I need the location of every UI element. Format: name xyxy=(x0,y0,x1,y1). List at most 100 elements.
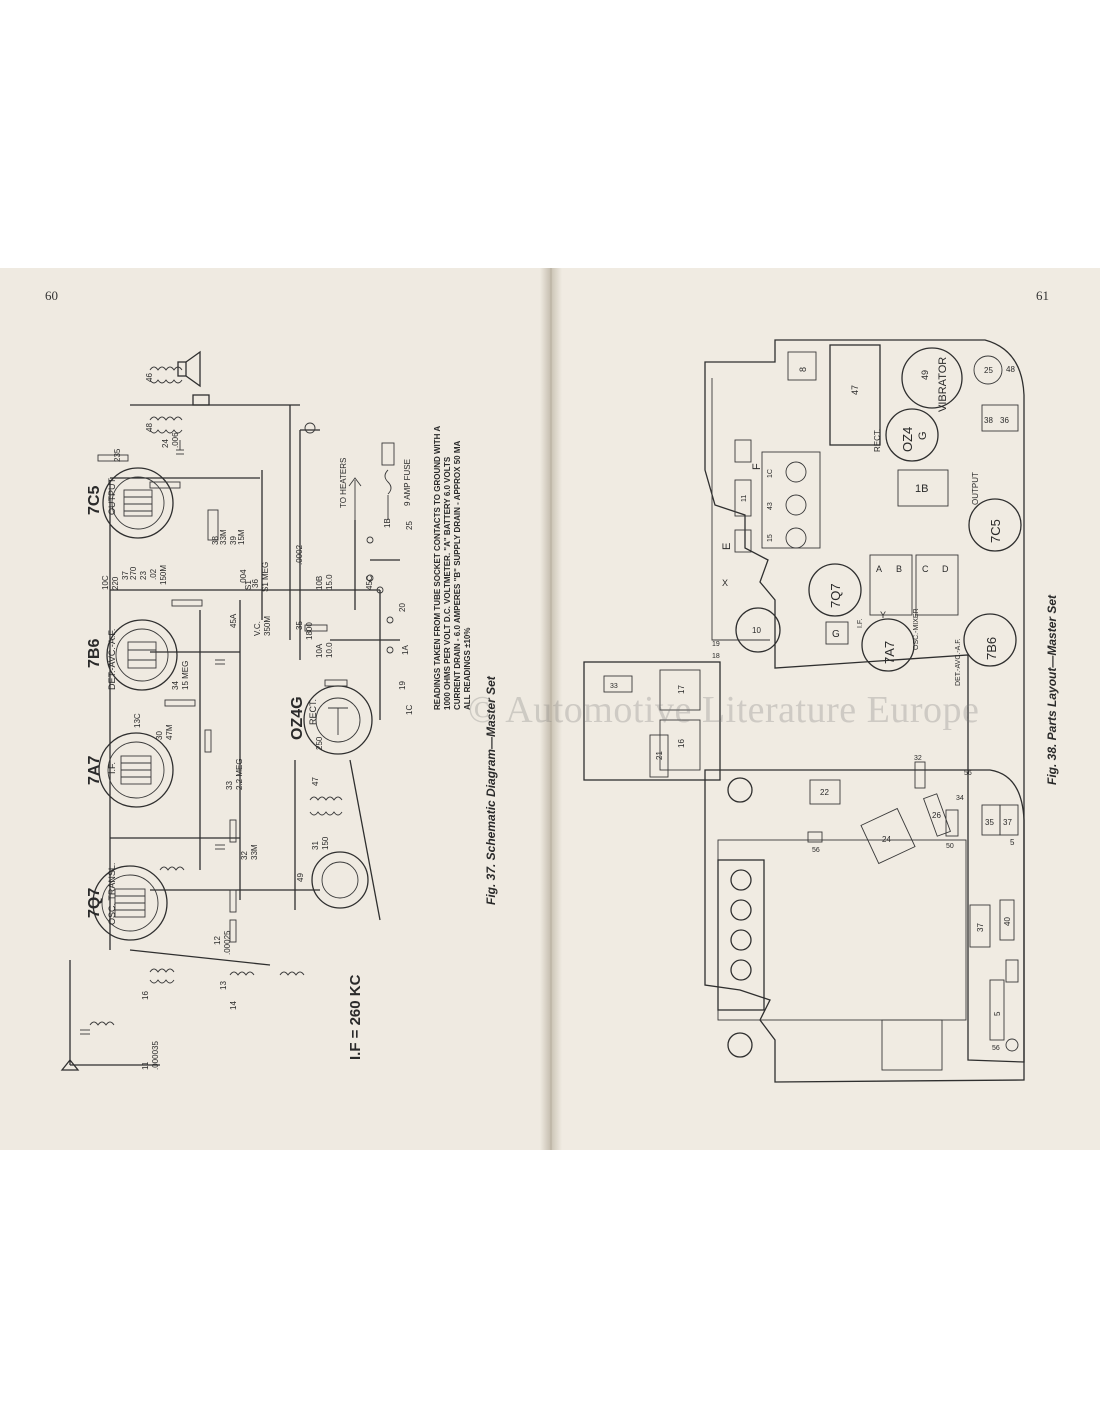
part-label: 35 xyxy=(985,818,994,827)
vibrator-symbol xyxy=(311,851,369,909)
component-label: 33M xyxy=(219,529,228,545)
part-label: 25 xyxy=(984,366,993,375)
readings-note-line: CURRENT DRAIN - 6.0 AMPERES "B" SUPPLY D… xyxy=(453,441,462,710)
tube-7q7-part-label: 7Q7 xyxy=(828,583,843,608)
component-label: 45A xyxy=(229,613,238,628)
part-label: 34 xyxy=(956,795,964,802)
book-spread: 60 61 xyxy=(0,268,1100,1150)
component-label: 25 xyxy=(405,521,414,530)
part-label: 22 xyxy=(820,788,829,797)
component-label: 34 xyxy=(171,681,180,690)
component-label: 23 xyxy=(139,571,148,580)
part-label: 19 xyxy=(712,641,720,648)
part-label: 48 xyxy=(1006,365,1015,374)
part-label: 10 xyxy=(752,626,761,635)
part-label: Y xyxy=(880,610,886,620)
component-label: .004 xyxy=(239,569,248,585)
component-label: 33M xyxy=(250,844,259,860)
heaters-label: TO HEATERS xyxy=(339,458,348,508)
part-label: DET.-AVC.-A.F. xyxy=(955,638,962,686)
socket-column xyxy=(717,859,765,1011)
part-label: X xyxy=(722,578,728,588)
tube-7b6-role: DET.-AVC.-A.F. xyxy=(107,629,117,690)
component-label: 47 xyxy=(311,777,320,786)
part-label: OUTPUT xyxy=(971,472,980,505)
component-label: 33 xyxy=(225,781,234,790)
part-label: C xyxy=(922,564,929,574)
tube-7c5-label: 7C5 xyxy=(86,486,103,515)
tube-7a7-symbol xyxy=(98,732,174,808)
component-label: 15 MEG xyxy=(181,661,190,690)
component-label: 15.0 xyxy=(325,574,334,590)
part-label: 24 xyxy=(882,835,891,844)
part-label: 33 xyxy=(610,683,618,690)
part-label: 56 xyxy=(992,1045,1000,1052)
component-label: 48 xyxy=(145,423,154,432)
part-label: 5 xyxy=(993,1011,1002,1016)
component-label: 235 xyxy=(113,448,122,462)
part-label: 1C xyxy=(767,469,774,478)
tube-7a7-role: I.F. xyxy=(107,762,117,774)
part-label: I.F. xyxy=(857,619,864,628)
component-label: S1 xyxy=(244,580,253,590)
fuse-symbol xyxy=(348,442,395,520)
tube-7b6-part xyxy=(963,613,1017,667)
component-label: 220 xyxy=(111,576,120,590)
part-label: F xyxy=(751,463,763,470)
part-label: 8 xyxy=(798,367,808,372)
right-page xyxy=(552,268,1100,1150)
tube-oz4-part xyxy=(885,408,939,462)
component-label: S1 MEG xyxy=(261,562,270,592)
component-label: 32 xyxy=(240,851,249,860)
book-gutter xyxy=(540,268,562,1150)
component-label: 20 xyxy=(398,603,407,612)
small-parts-box xyxy=(583,661,721,781)
part-label: 56 xyxy=(964,770,972,777)
tube-oz4g-role: RECT. xyxy=(308,699,318,725)
part-label: 37 xyxy=(976,923,985,932)
component-label: 10C xyxy=(101,575,110,590)
component-label: 24 xyxy=(161,439,170,448)
component-label: 10.0 xyxy=(325,642,334,658)
speaker-symbol xyxy=(177,350,210,406)
part-label: D xyxy=(942,564,949,574)
component-label: 1800 xyxy=(305,622,314,640)
part-label: 18 xyxy=(712,653,720,660)
part-label: 36 xyxy=(1000,416,1009,425)
component-label: 1A xyxy=(401,645,410,655)
readings-note-line: 1000 OHMS PER VOLT D.C. VOLTMETER. "A" B… xyxy=(443,456,452,710)
component-label: 1C xyxy=(405,705,414,715)
component-label: V.C. xyxy=(253,621,262,636)
component-label: .02 xyxy=(149,568,158,580)
component-label: .006 xyxy=(171,432,180,448)
tube-g-label: G xyxy=(917,431,929,440)
readings-note: READINGS TAKEN FROM TUBE SOCKET CONTACTS… xyxy=(433,426,472,710)
tube-7c5-part-label: 7C5 xyxy=(988,519,1003,543)
part-label: G xyxy=(832,629,840,640)
schematic-caption: Fig. 37. Schematic Diagram—Master Set xyxy=(484,675,498,905)
tube-7a7-part-label: 7A7 xyxy=(882,641,897,664)
right-page-number: 61 xyxy=(1036,288,1049,303)
part-label: 15 xyxy=(767,534,774,542)
antenna-symbol xyxy=(60,1058,80,1071)
watermark-text: © Automotive Literature Europe xyxy=(468,689,980,731)
readings-note-line: READINGS TAKEN FROM TUBE SOCKET CONTACTS… xyxy=(433,426,442,710)
component-label: 15M xyxy=(237,529,246,545)
part-label: 11 xyxy=(741,495,748,502)
part-label: 37 xyxy=(1003,818,1012,827)
component-label: 150M xyxy=(159,565,168,585)
component-label: 45C xyxy=(365,575,374,590)
component-label: 10A xyxy=(315,643,324,658)
tube-7c5-role: OUTPUT xyxy=(107,478,117,516)
component-label: 36 xyxy=(251,579,260,588)
part-label: A xyxy=(876,564,882,574)
component-label: 270 xyxy=(129,566,138,580)
component-label: 13 xyxy=(219,981,228,990)
component-label: 47M xyxy=(165,724,174,740)
tube-7q7-symbol xyxy=(92,865,168,941)
part-label: 50 xyxy=(946,843,954,850)
component-label: 37 xyxy=(121,571,130,580)
tube-oz4g-label: OZ4G xyxy=(289,696,306,740)
lower-chassis-outline xyxy=(704,769,1025,1083)
